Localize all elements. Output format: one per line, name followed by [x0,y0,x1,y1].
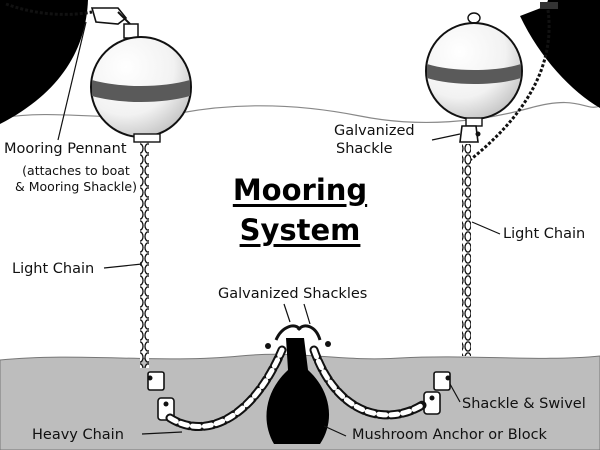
title-line-1: Mooring [232,173,368,207]
label-galvanized-shackles: Galvanized Shackles [218,286,368,302]
shackle-right-bottom [433,371,451,391]
label-light-chain-right: Light Chain [503,226,586,242]
label-pennant-note-2: & Mooring Shackle) [15,179,137,194]
deck-cleat-right [540,2,558,9]
label-galvanized-shackle-1: Galvanized [334,123,415,139]
label-pennant-note-1: (attaches to boat [22,163,130,178]
light-chain-right [462,144,471,356]
water-surface [0,101,600,124]
galvanized-shackles-anchor [265,324,331,349]
label-light-chain-left: Light Chain [12,261,95,277]
mooring-buoy-right [425,12,523,127]
title-line-2: System [239,213,361,247]
pennant-rope-left [5,2,93,16]
pennant-rope-right [469,9,551,162]
boat-hull-right [520,0,600,108]
mushroom-anchor [266,338,330,444]
shackle-left-bottom [147,371,165,391]
light-chain-left [140,142,149,368]
swivel-right [423,391,441,415]
boat-hull-left [0,0,88,124]
mooring-buoy-left [90,23,192,143]
label-mooring-pennant: Mooring Pennant [4,141,127,157]
pennant-shackle-left [90,7,128,25]
label-shackle-swivel: Shackle & Swivel [462,396,586,412]
galvanized-shackle-right [459,125,479,143]
label-heavy-chain: Heavy Chain [32,427,124,443]
label-mushroom-anchor: Mushroom Anchor or Block [352,427,547,443]
leader-lines [57,21,501,437]
label-galvanized-shackle-2: Shackle [336,141,393,157]
